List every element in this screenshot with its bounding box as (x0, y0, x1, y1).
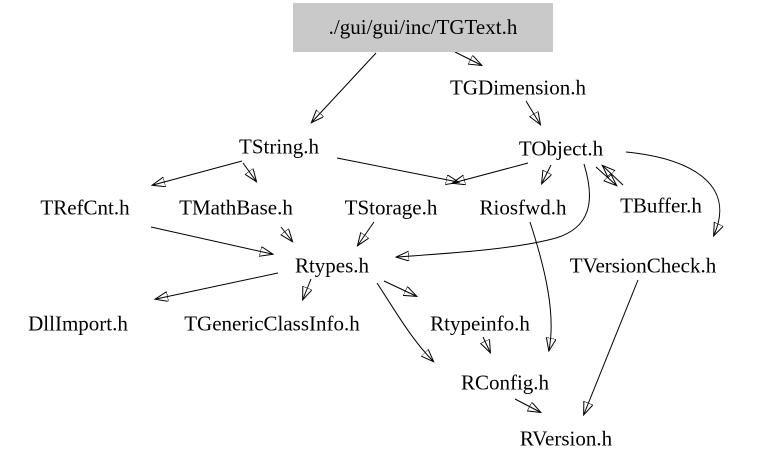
edge-rtypes-to-dllimport (156, 272, 279, 299)
edge-rtypes-to-rconfig (376, 282, 433, 361)
edge-trefcnt-to-rtypes (150, 226, 272, 254)
edge-tstorage-to-rtypes (358, 221, 375, 245)
edge-rtypeinfo-to-rconfig (483, 336, 490, 352)
edge-tstring-to-riosfwd (336, 157, 458, 182)
node-tbuffer[interactable]: TBuffer.h (620, 193, 702, 218)
edge-tgdimension-to-tobject (525, 100, 540, 124)
node-rtypeinfo[interactable]: Rtypeinfo.h (430, 311, 530, 336)
node-trefcnt[interactable]: TRefCnt.h (40, 195, 130, 220)
node-dllimport[interactable]: DllImport.h (28, 311, 128, 336)
edge-rtypes-to-tgenericclassinfo (303, 278, 311, 299)
node-tstring[interactable]: TString.h (239, 134, 319, 159)
edge-tobject-to-tstorage (453, 162, 529, 183)
edge-tstring-to-trefcnt (153, 160, 243, 185)
edge-tobject-to-rtypes (397, 163, 590, 257)
edge-tbuffer-to-tobject (603, 166, 624, 186)
edge-tversioncheck-to-rversion (584, 279, 639, 414)
edge-rconfig-to-rversion (514, 398, 540, 412)
edge-tobject-to-tversioncheck (625, 151, 720, 235)
edge-tobject-to-riosfwd (542, 164, 551, 183)
node-rversion[interactable]: RVersion.h (519, 426, 613, 451)
edge-rtypes-to-rtypeinfo (383, 280, 416, 296)
node-tstorage[interactable]: TStorage.h (344, 195, 438, 220)
node-tgdimension[interactable]: TGDimension.h (450, 75, 586, 100)
edge-riosfwd-to-rconfig (529, 221, 551, 350)
node-tgenericclassinfo[interactable]: TGenericClassInfo.h (184, 311, 360, 336)
edge-tgtext-to-tgdimension (454, 51, 481, 65)
node-riosfwd[interactable]: Riosfwd.h (479, 195, 567, 220)
node-rconfig[interactable]: RConfig.h (460, 370, 550, 395)
node-rtypes[interactable]: Rtypes.h (294, 253, 370, 278)
edge-tgtext-to-tstring (312, 52, 377, 122)
node-tversioncheck[interactable]: TVersionCheck.h (569, 253, 717, 278)
edge-tstring-to-tmathbase (242, 162, 256, 181)
node-tgtext[interactable]: ./gui/gui/inc/TGText.h (293, 3, 553, 52)
node-tmathbase[interactable]: TMathBase.h (179, 195, 293, 220)
edge-tmathbase-to-rtypes (281, 226, 292, 241)
node-tobject[interactable]: TObject.h (518, 136, 604, 161)
